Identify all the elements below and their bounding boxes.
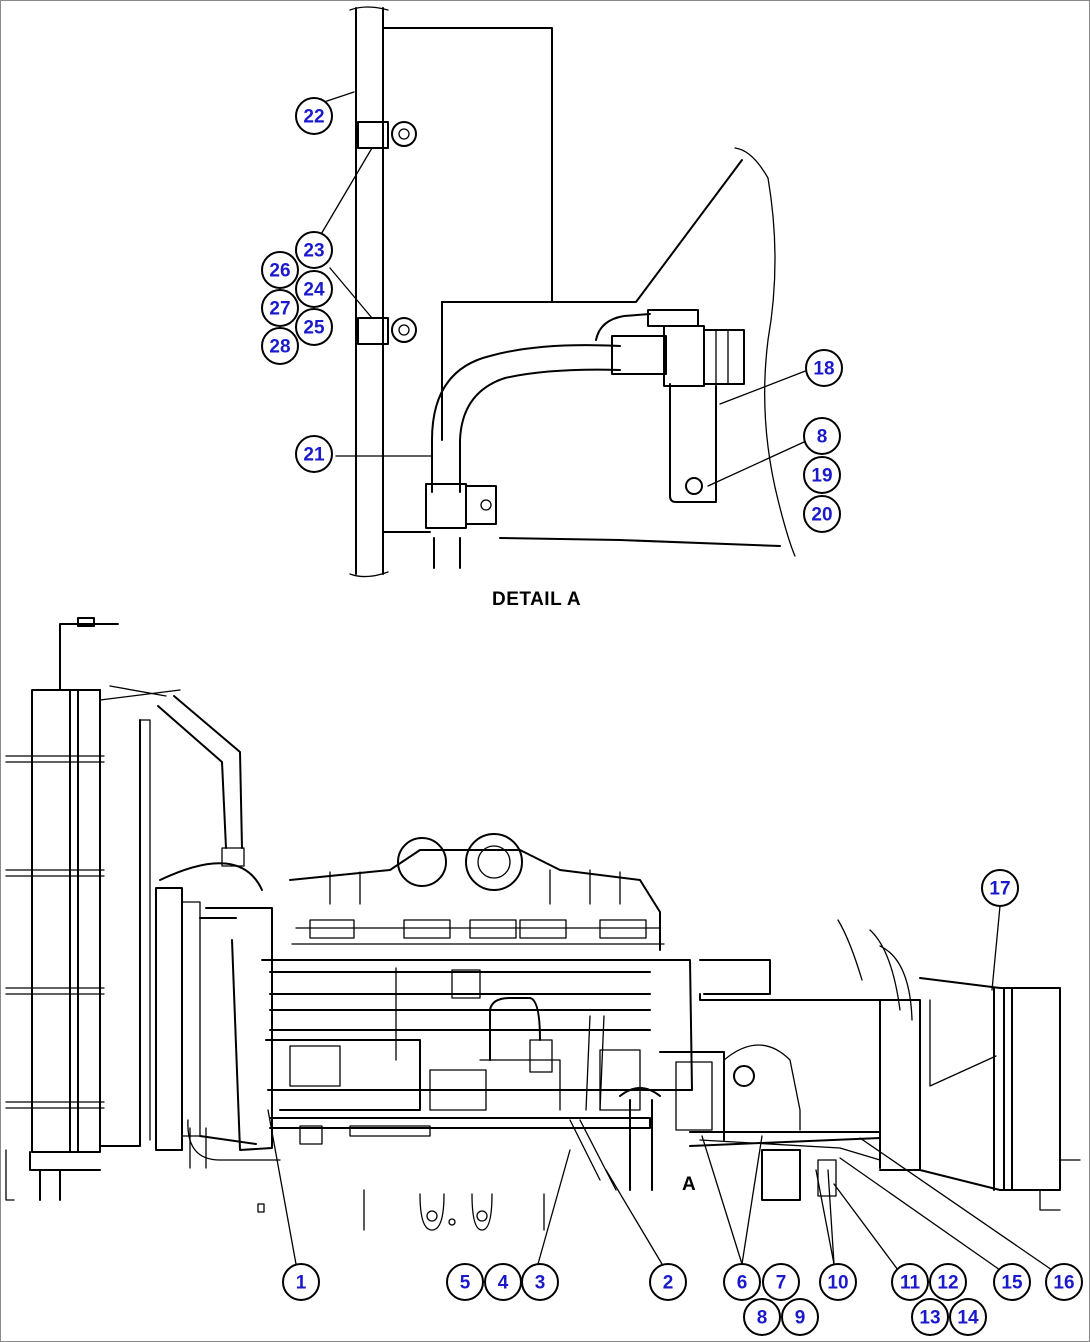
balloon-label: 10 [827,1273,848,1294]
balloon-label: 15 [1001,1273,1023,1294]
balloon-circle [295,231,333,269]
balloon-label: 2 [663,1273,674,1294]
balloon-circle [261,327,299,365]
callout-balloon-b9: 9 [781,1298,819,1336]
callout-balloon-b6: 6 [723,1263,761,1301]
balloon-label: 14 [957,1308,979,1329]
leader-lines [267,91,1053,1271]
balloon-circle [929,1263,967,1301]
view-marker: A [682,1174,696,1195]
balloon-circle [803,456,841,494]
balloon-circle [781,1298,819,1336]
balloon-circle [891,1263,929,1301]
callout-balloon-b17: 17 [981,869,1019,907]
balloon-circle [295,308,333,346]
callout-balloon-b15: 15 [993,1263,1031,1301]
callout-balloon-b28: 28 [261,327,299,365]
callout-balloon-b12: 12 [929,1263,967,1301]
callout-balloon-b5: 5 [446,1263,484,1301]
balloon-circle [261,289,299,327]
balloon-label: 4 [498,1273,509,1294]
balloon-label: 9 [795,1308,806,1329]
callout-balloon-b11: 11 [891,1263,929,1301]
balloon-circle [993,1263,1031,1301]
balloon-circle [295,270,333,308]
callout-balloon-b7: 7 [762,1263,800,1301]
balloon-label: 13 [919,1308,940,1329]
callout-balloon-b3: 3 [521,1263,559,1301]
balloon-circle [949,1298,987,1336]
callout-balloon-b25: 25 [295,308,333,346]
callout-balloon-b2: 2 [649,1263,687,1301]
balloon-label: 20 [811,505,832,526]
balloon-label: 27 [269,299,290,320]
balloon-circle [282,1263,320,1301]
balloon-label: 6 [737,1273,748,1294]
balloon-circle [805,349,843,387]
callout-balloon-b24: 24 [295,270,333,308]
callout-balloon-b14: 14 [949,1298,987,1336]
balloon-label: 23 [303,241,324,262]
balloon-circle [743,1298,781,1336]
balloon-label: 1 [296,1273,307,1294]
balloon-circle [803,495,841,533]
balloon-circle [295,97,333,135]
balloon-label: 7 [776,1273,787,1294]
balloon-circle [803,417,841,455]
balloon-circle [261,251,299,289]
balloon-circle [723,1263,761,1301]
balloon-circle [819,1263,857,1301]
engine-view-drawing [5,617,1081,1231]
callout-balloon-b13: 13 [911,1298,949,1336]
callout-balloon-b4: 4 [484,1263,522,1301]
detail-caption: DETAIL A [492,589,581,610]
balloon-label: 8 [817,427,828,448]
balloon-label: 24 [303,280,325,301]
callout-balloon-b23: 23 [295,231,333,269]
callout-balloon-b1: 1 [282,1263,320,1301]
balloon-label: 19 [811,466,832,487]
balloon-circle [295,435,333,473]
callout-balloon-b8b: 8 [743,1298,781,1336]
balloon-label: 22 [303,107,324,128]
balloon-label: 12 [937,1273,958,1294]
balloon-circle [911,1298,949,1336]
balloon-circle [762,1263,800,1301]
balloon-label: 3 [535,1273,546,1294]
balloon-label: 5 [460,1273,471,1294]
callout-balloon-b20: 20 [803,495,841,533]
balloon-label: 25 [303,318,325,339]
callout-balloon-b19: 19 [803,456,841,494]
callout-balloon-b21: 21 [295,435,333,473]
balloon-label: 8 [757,1308,768,1329]
balloon-label: 21 [303,445,325,466]
balloon-circle [521,1263,559,1301]
detail-a-drawing [349,6,796,578]
balloon-label: 11 [900,1273,921,1294]
balloon-label: 26 [269,261,290,282]
balloon-label: 16 [1053,1273,1074,1294]
callout-balloon-b26: 26 [261,251,299,289]
balloon-circle [981,869,1019,907]
callout-balloon-b8a: 8 [803,417,841,455]
callout-balloon-b27: 27 [261,289,299,327]
balloon-circle [1045,1263,1083,1301]
balloon-label: 17 [989,879,1010,900]
balloon-circle [649,1263,687,1301]
callout-balloon-b10: 10 [819,1263,857,1301]
callout-balloon-b22: 22 [295,97,333,135]
balloon-circle [446,1263,484,1301]
callout-balloon-b16: 16 [1045,1263,1083,1301]
callout-balloon-b18: 18 [805,349,843,387]
balloon-label: 28 [269,337,290,358]
balloon-label: 18 [813,359,834,380]
